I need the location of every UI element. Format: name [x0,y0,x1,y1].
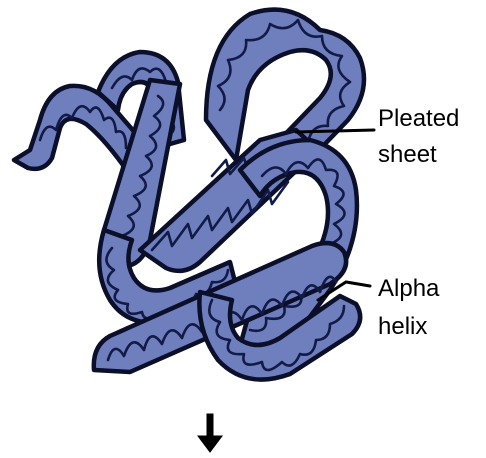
pleated-label-line1: Pleated [378,105,459,132]
alpha-label-line2: helix [378,313,427,340]
down-arrow-icon [198,414,222,452]
pleated-sheet-leader-line [296,130,374,132]
alpha-label-line1: Alpha [378,275,440,302]
pleated-label-line2: sheet [378,141,437,168]
